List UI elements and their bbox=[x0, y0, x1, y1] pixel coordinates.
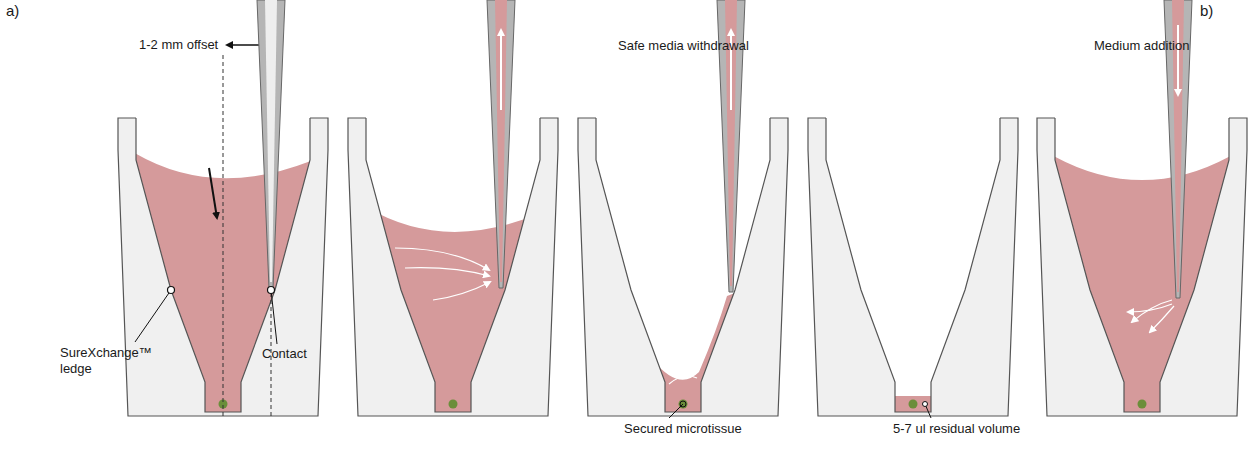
well-b bbox=[1037, 0, 1247, 430]
part-label: 5-7 ul residual volume bbox=[893, 421, 1020, 437]
part-label: SureXchange™ ledge bbox=[60, 345, 160, 377]
well-4 bbox=[808, 118, 1018, 430]
panel-letter: a) bbox=[6, 2, 19, 20]
step-title: Medium addition bbox=[1094, 38, 1189, 54]
part-label: Secured microtissue bbox=[624, 421, 742, 437]
panel-letter: b) bbox=[1200, 2, 1213, 20]
step-title: Safe media withdrawal bbox=[618, 38, 749, 54]
well-1 bbox=[118, 0, 328, 430]
part-label: Contact bbox=[262, 346, 307, 362]
well-3 bbox=[578, 0, 788, 430]
well-2 bbox=[348, 0, 558, 430]
dimension-label: 1-2 mm offset bbox=[139, 37, 218, 53]
